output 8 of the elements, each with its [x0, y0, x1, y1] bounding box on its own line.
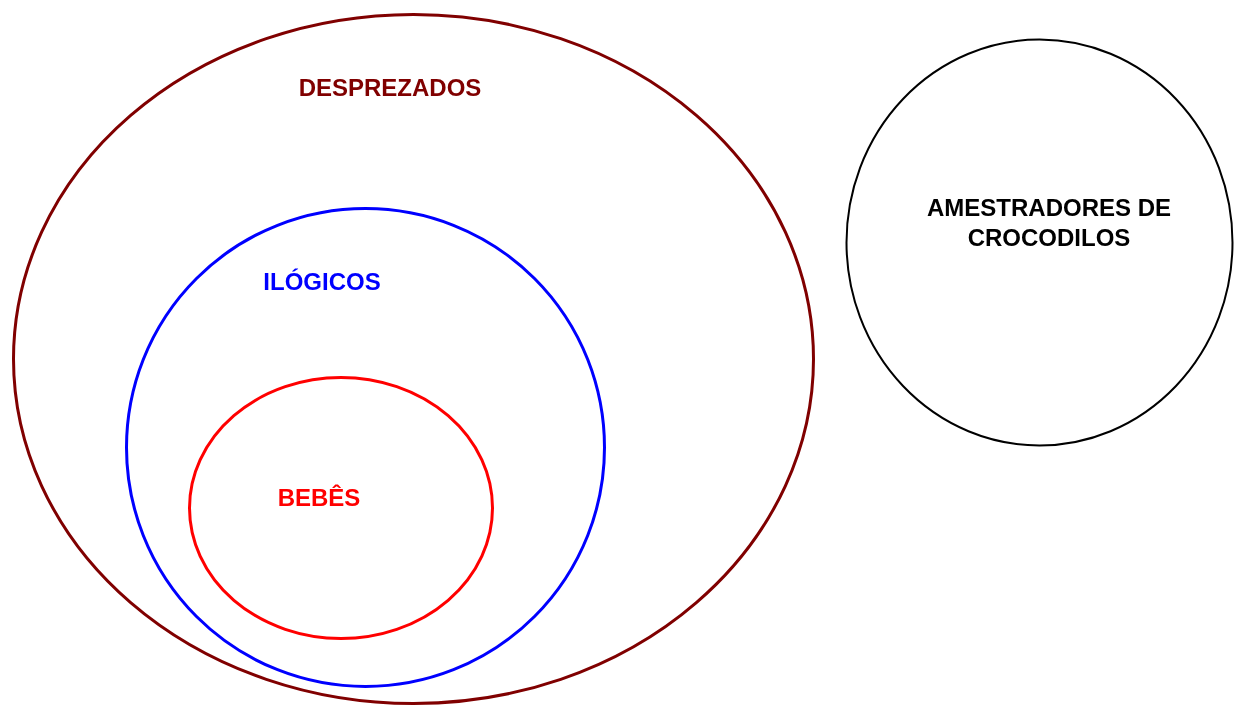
set-label: AMESTRADORES DE CROCODILOS — [926, 193, 1172, 253]
set-label: BEBÊS — [276, 483, 362, 513]
set-label: ILÓGICOS — [262, 267, 382, 297]
set-label: DESPREZADOS — [297, 73, 483, 103]
set-ellipse — [845, 38, 1234, 447]
set-ellipse — [125, 207, 606, 688]
set-ellipse — [12, 13, 815, 705]
set-ellipse — [188, 376, 494, 640]
